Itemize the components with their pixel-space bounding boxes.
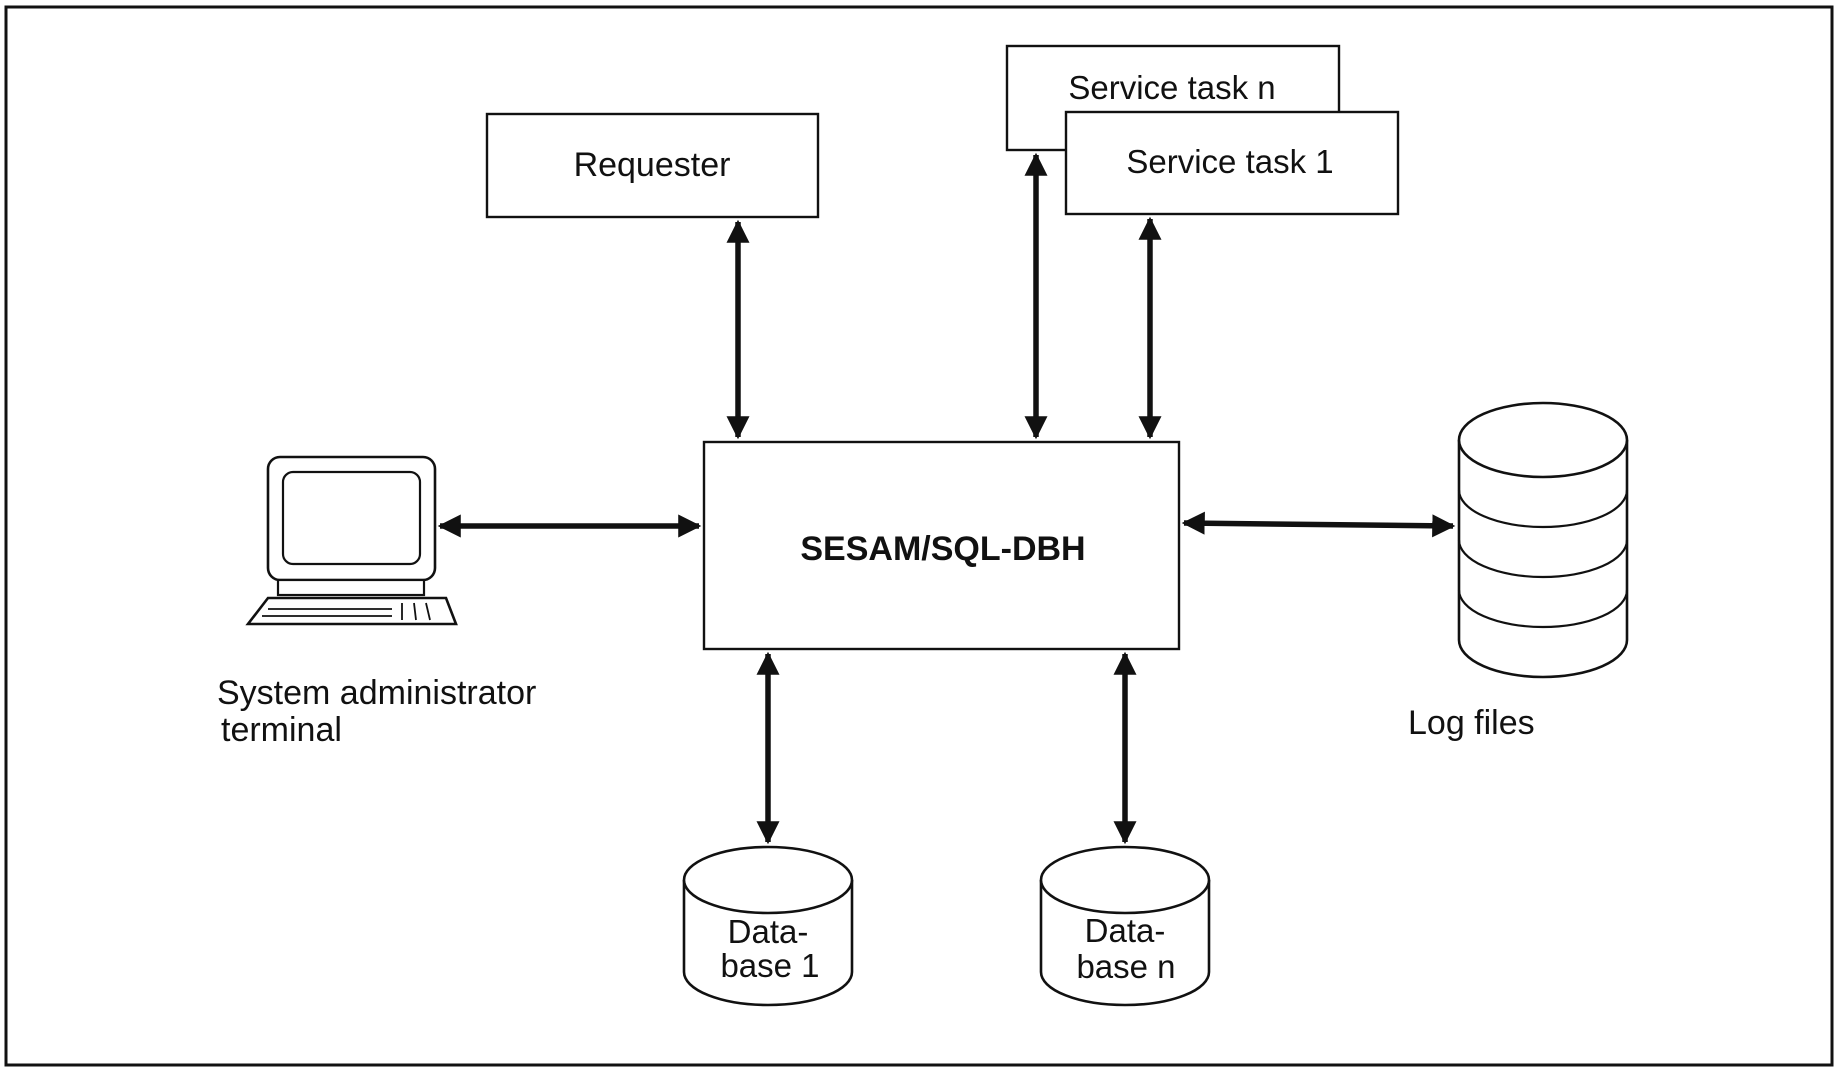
keyboard-key-b xyxy=(413,602,417,621)
monitor-screen xyxy=(281,470,422,566)
database-1-label-line1: Data- xyxy=(728,913,809,950)
monitor-base xyxy=(276,578,426,597)
log-files-ring-2 xyxy=(1457,539,1629,579)
sesam-dbh-box xyxy=(702,440,1181,651)
database-1-body xyxy=(682,880,854,1007)
database-1-label-line2: base 1 xyxy=(720,947,819,984)
log-files-top xyxy=(1457,401,1629,479)
diagram-frame xyxy=(4,5,1834,1067)
database-n-top xyxy=(1039,845,1211,915)
keyboard-body xyxy=(245,596,458,626)
service-task-1-box xyxy=(1064,110,1400,216)
sesam-dbh-label: SESAM/SQL-DBH xyxy=(800,530,1085,568)
log-files-body xyxy=(1457,440,1629,679)
log-files-label: Log files xyxy=(1408,704,1535,742)
terminal-icon xyxy=(245,455,458,626)
service-task-n-label: Service task n xyxy=(1068,69,1275,106)
sesam-dbh-node: SESAM/SQL-DBH xyxy=(702,440,1181,651)
requester-node: Requester xyxy=(485,112,820,219)
database-n-label-line1: Data- xyxy=(1085,912,1166,949)
requester-box xyxy=(485,112,820,219)
database-n-body xyxy=(1039,880,1211,1007)
database-n-label-line2: base n xyxy=(1076,948,1175,985)
database-n-node: Data- base n xyxy=(1039,845,1211,1007)
terminal-label-line2: terminal xyxy=(221,711,342,749)
service-task-1-label: Service task 1 xyxy=(1126,143,1333,180)
log-files-icon xyxy=(1457,401,1629,679)
log-files-ring-1 xyxy=(1457,489,1629,529)
keyboard-key-c xyxy=(425,602,431,621)
service-task-1-node: Service task 1 xyxy=(1064,110,1400,216)
log-files-ring-3 xyxy=(1457,589,1629,629)
database-1-node: Data- base 1 xyxy=(682,845,854,1007)
database-1-top xyxy=(682,845,854,915)
requester-label: Requester xyxy=(574,146,731,184)
terminal-label-line1: System administrator xyxy=(217,674,536,712)
arrow-dbh-log-files xyxy=(1181,511,1456,538)
